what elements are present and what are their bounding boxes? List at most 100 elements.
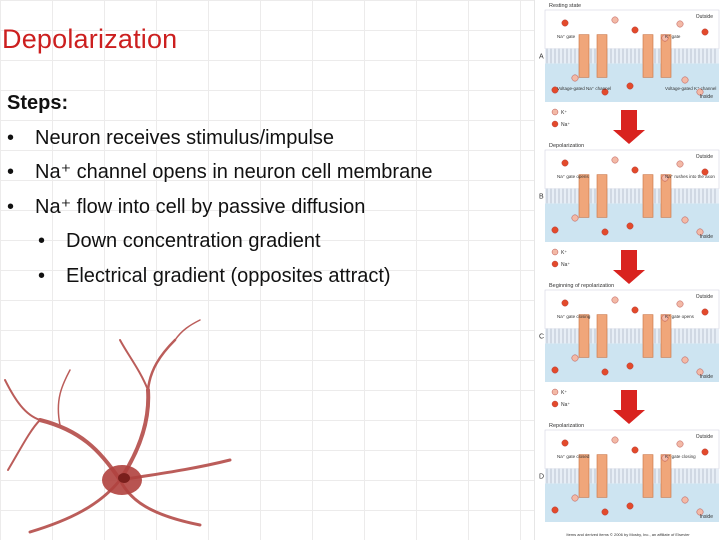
k-channel-right xyxy=(660,454,672,498)
ion-dot xyxy=(661,314,669,322)
panel-callout: Na⁺ gate closed xyxy=(557,454,590,459)
na-channel-left xyxy=(578,34,590,78)
panel-callout: Voltage-gated Na⁺ channel xyxy=(557,86,611,91)
inside-label: Inside xyxy=(700,234,714,240)
inside-label: Inside xyxy=(700,374,714,380)
ion-dot xyxy=(601,88,609,96)
ion-dot xyxy=(571,214,579,222)
panel-callout: Na⁺ rushes into the axon xyxy=(665,174,715,179)
ion-dot xyxy=(561,299,569,307)
ion-dot xyxy=(631,166,639,174)
ion-dot xyxy=(611,16,619,24)
ion-dot xyxy=(661,454,669,462)
inside-label: Inside xyxy=(700,514,714,520)
sub-bullet-item: Down concentration gradient xyxy=(38,224,527,259)
ion-dot xyxy=(631,306,639,314)
panel-heading: Resting state xyxy=(549,3,581,9)
outside-label: Outside xyxy=(696,294,713,300)
panel-letter: C xyxy=(539,334,544,341)
ion-dot xyxy=(696,368,704,376)
k-channel-left xyxy=(642,174,654,218)
legend-k-dot xyxy=(551,108,559,116)
bullet-item: Neuron receives stimulus/impulse xyxy=(7,121,527,156)
down-arrow-shaft xyxy=(621,390,637,410)
panel-callout: K⁺ gate closing xyxy=(665,454,696,459)
neuron-image xyxy=(4,319,232,534)
ion-dot xyxy=(681,356,689,364)
ion-dot xyxy=(626,222,634,230)
legend-na-dot xyxy=(551,400,559,408)
ion-dot xyxy=(551,506,559,514)
ion-dot xyxy=(701,308,709,316)
k-channel-left xyxy=(642,34,654,78)
panel-callout: Na⁺ gate closing xyxy=(557,314,591,319)
panel-letter: B xyxy=(539,194,544,201)
legend-na-dot xyxy=(551,120,559,128)
legend-k-label: K⁺ xyxy=(561,390,567,396)
legend-na-label: Na⁺ xyxy=(561,402,570,408)
outside-label: Outside xyxy=(696,154,713,160)
ion-dot xyxy=(626,82,634,90)
ion-dot xyxy=(676,160,684,168)
slide-body: Steps: Neuron receives stimulus/impulse … xyxy=(7,86,527,293)
k-channel-left xyxy=(642,454,654,498)
ion-dot xyxy=(551,86,559,94)
panel-heading: Beginning of repolarization xyxy=(549,283,614,289)
sub-bullet-item: Electrical gradient (opposites attract) xyxy=(38,259,527,294)
panel-callout: Na⁺ gate xyxy=(557,34,576,39)
na-channel-right xyxy=(596,174,608,218)
ion-dot xyxy=(601,228,609,236)
inside-label: Inside xyxy=(700,94,714,100)
ion-dot xyxy=(696,228,704,236)
ion-dot xyxy=(696,88,704,96)
down-arrow-shaft xyxy=(621,250,637,270)
na-channel-left xyxy=(578,454,590,498)
legend-na-label: Na⁺ xyxy=(561,122,570,128)
outside-label: Outside xyxy=(696,14,713,20)
na-channel-right xyxy=(596,34,608,78)
k-channel-left xyxy=(642,314,654,358)
panel-letter: A xyxy=(539,54,544,61)
outside-label: Outside xyxy=(696,434,713,440)
panel-callout: K⁺ gate xyxy=(665,34,681,39)
ion-dot xyxy=(701,28,709,36)
legend-k-label: K⁺ xyxy=(561,250,567,256)
na-channel-left xyxy=(578,314,590,358)
ion-dot xyxy=(676,300,684,308)
legend-na-label: Na⁺ xyxy=(561,262,570,268)
ion-dot xyxy=(631,26,639,34)
ion-dot xyxy=(601,508,609,516)
ion-dot xyxy=(696,508,704,516)
panel-letter: D xyxy=(539,474,544,481)
bullet-item: Na⁺ channel opens in neuron cell membran… xyxy=(7,155,527,190)
k-channel-right xyxy=(660,314,672,358)
panel-callout: K⁺ gate opens xyxy=(665,314,695,319)
ion-dot xyxy=(701,168,709,176)
na-channel-right xyxy=(596,314,608,358)
ion-dot xyxy=(571,494,579,502)
ion-dot xyxy=(661,34,669,42)
ion-dot xyxy=(681,496,689,504)
ion-dot xyxy=(561,19,569,27)
inside-region xyxy=(545,343,719,382)
ion-dot xyxy=(676,20,684,28)
down-arrow-head xyxy=(613,130,645,144)
ion-dot xyxy=(701,448,709,456)
na-channel-left xyxy=(578,174,590,218)
na-channel-right xyxy=(596,454,608,498)
ion-dot xyxy=(611,436,619,444)
ion-dot xyxy=(571,354,579,362)
legend-k-label: K⁺ xyxy=(561,110,567,116)
inside-region xyxy=(545,63,719,102)
bullet-item: Na⁺ flow into cell by passive diffusion xyxy=(7,190,527,225)
ion-dot xyxy=(561,159,569,167)
down-arrow-head xyxy=(613,410,645,424)
ion-dot xyxy=(676,440,684,448)
down-arrow-shaft xyxy=(621,110,637,130)
ion-dot xyxy=(571,74,579,82)
legend-na-dot xyxy=(551,260,559,268)
ion-dot xyxy=(551,226,559,234)
panel-callout: Voltage-gated K⁺ channel xyxy=(665,86,716,91)
